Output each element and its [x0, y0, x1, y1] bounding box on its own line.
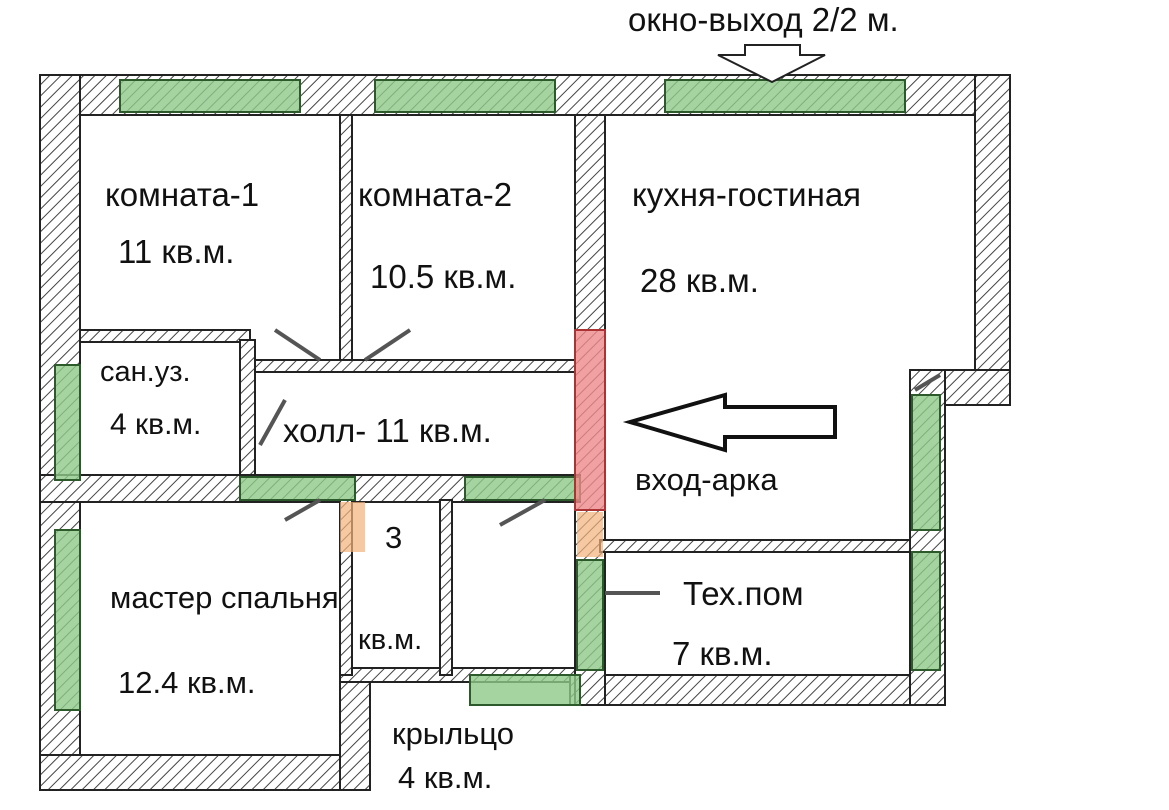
master-bedroom-name: мастер спальня	[110, 580, 339, 615]
door-opening	[340, 502, 365, 552]
master-bedroom-area: 12.4 кв.м.	[118, 665, 256, 700]
door-opening	[577, 512, 603, 557]
tech-room-name: Тех.пом	[683, 575, 804, 612]
kitchen-area: 28 кв.м.	[640, 262, 759, 299]
room-2-area: 10.5 кв.м.	[370, 258, 517, 295]
tech-room-area: 7 кв.м.	[672, 635, 773, 672]
bathroom-area: 4 кв.м.	[110, 408, 202, 441]
room-1-area: 11 кв.м.	[118, 233, 235, 270]
bathroom-name: сан.уз.	[100, 356, 191, 388]
window-exit-label: окно-выход 2/2 м.	[628, 1, 899, 38]
closet-number: 3	[385, 520, 403, 555]
entrance-label: вход-арка	[635, 462, 778, 497]
porch-area: 4 кв.м.	[398, 760, 493, 795]
room-1-name: комната-1	[105, 176, 260, 213]
entrance-arrow-icon	[622, 392, 837, 453]
arch-opening	[574, 329, 606, 511]
closet-area: кв.м.	[358, 624, 423, 656]
walls	[39, 74, 1011, 791]
kitchen-name: кухня-гостиная	[632, 176, 862, 213]
window-exit-arrow-icon	[717, 44, 826, 84]
hall-label: холл- 11 кв.м.	[283, 412, 492, 449]
door-swings	[258, 328, 942, 595]
windows	[54, 79, 941, 711]
room-2-name: комната-2	[358, 176, 513, 213]
porch-name: крыльцо	[392, 716, 514, 751]
